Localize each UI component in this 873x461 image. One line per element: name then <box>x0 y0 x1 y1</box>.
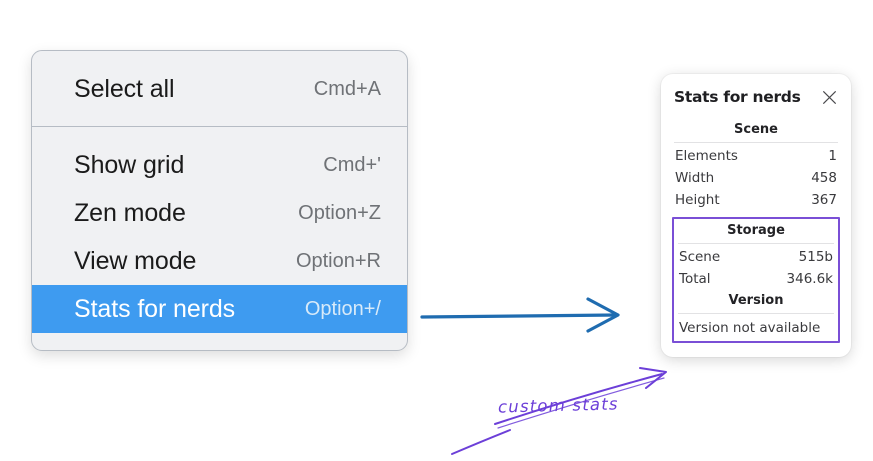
menu-divider <box>32 126 407 127</box>
stat-key: Height <box>675 192 720 208</box>
stat-row: Width 458 <box>673 167 839 189</box>
menu-item-view-mode[interactable]: View mode Option+R <box>32 237 407 285</box>
stat-value: 1 <box>828 148 837 164</box>
menu-item-label: View mode <box>74 246 197 275</box>
menu-item-shortcut: Option+Z <box>298 201 381 224</box>
menu-item-shortcut: Option+/ <box>304 297 381 320</box>
stats-section-storage: Storage Scene 515b Total 346.6k <box>677 220 835 290</box>
stat-row: Scene 515b <box>677 246 835 268</box>
stats-for-nerds-panel: Stats for nerds Scene Elements 1 Width 4… <box>661 74 851 357</box>
stat-key: Elements <box>675 148 738 164</box>
menu-item-label: Stats for nerds <box>74 294 236 323</box>
stat-row: Elements 1 <box>673 145 839 167</box>
stat-row: Total 346.6k <box>677 268 835 290</box>
menu-item-label: Show grid <box>74 150 185 179</box>
menu-item-zen-mode[interactable]: Zen mode Option+Z <box>32 189 407 237</box>
section-rule <box>674 142 838 143</box>
custom-stats-highlight-box: Storage Scene 515b Total 346.6k Version … <box>672 217 840 343</box>
section-heading: Scene <box>734 122 778 137</box>
stat-row: Height 367 <box>673 189 839 211</box>
close-icon[interactable] <box>821 89 838 106</box>
menu-item-select-all[interactable]: Select all Cmd+A <box>32 65 407 113</box>
menu-item-label: Zen mode <box>74 198 186 227</box>
stat-key: Total <box>679 271 711 287</box>
stats-panel-title: Stats for nerds <box>674 88 801 106</box>
menu-item-shortcut: Option+R <box>295 249 381 272</box>
context-menu: Select all Cmd+A Show grid Cmd+' Zen mod… <box>31 50 408 351</box>
stats-panel-header: Stats for nerds <box>673 88 839 106</box>
section-rule <box>678 243 834 244</box>
menu-item-shortcut: Cmd+' <box>323 153 381 176</box>
menu-item-shortcut: Cmd+A <box>313 77 381 100</box>
version-note: Version not available <box>679 320 821 336</box>
annotation-label: custom stats <box>497 394 619 417</box>
menu-item-show-grid[interactable]: Show grid Cmd+' <box>32 141 407 189</box>
stats-section-version: Version Version not available <box>677 290 835 337</box>
stat-value: 367 <box>811 192 837 208</box>
section-heading: Storage <box>727 223 785 238</box>
stat-key: Width <box>675 170 715 186</box>
stat-value: 515b <box>798 249 833 265</box>
stats-section-scene: Scene Elements 1 Width 458 Height 367 <box>673 119 839 211</box>
blue-pointer-arrow <box>420 297 620 333</box>
section-rule <box>678 313 834 314</box>
section-heading: Version <box>728 293 784 308</box>
stat-value: 346.6k <box>786 271 833 287</box>
menu-item-label: Select all <box>74 74 175 103</box>
menu-group-primary: Select all Cmd+A <box>32 51 407 126</box>
menu-group-view: Show grid Cmd+' Zen mode Option+Z View m… <box>32 127 407 333</box>
stat-value: 458 <box>811 170 837 186</box>
stat-key: Scene <box>679 249 721 265</box>
menu-item-stats-for-nerds[interactable]: Stats for nerds Option+/ <box>32 285 407 333</box>
